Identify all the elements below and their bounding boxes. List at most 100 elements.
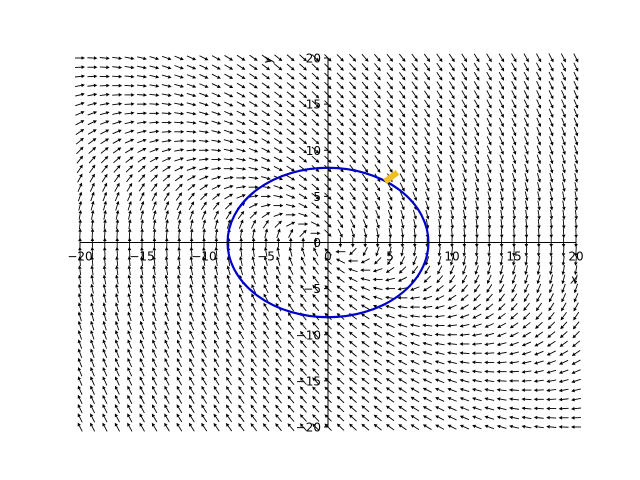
field-arrow: [252, 231, 255, 239]
field-arrow: [164, 213, 168, 220]
field-arrow-head: [537, 141, 542, 146]
field-arrow-head: [241, 139, 246, 144]
field-arrow: [301, 305, 307, 312]
field-arrow-head: [336, 414, 341, 419]
field-arrow-head: [352, 196, 356, 201]
field-arrow-head: [437, 234, 442, 239]
field-arrow-head: [201, 283, 206, 288]
field-arrow: [161, 131, 169, 133]
field-arrow-head: [312, 358, 316, 363]
field-arrow-head: [485, 306, 490, 311]
field-arrow: [414, 246, 417, 254]
field-arrow-head: [127, 394, 131, 399]
field-arrow-head: [414, 141, 418, 146]
field-arrow: [349, 155, 355, 161]
field-arrow: [301, 388, 307, 395]
field-arrow-head: [278, 75, 283, 80]
field-arrow: [299, 109, 305, 115]
field-arrow-head: [287, 302, 292, 307]
field-arrow: [236, 110, 243, 115]
field-arrow: [349, 146, 355, 152]
field-arrow: [487, 191, 491, 198]
field-arrow-head: [263, 284, 267, 289]
field-arrow-head: [104, 155, 109, 160]
field-arrow: [461, 62, 466, 69]
field-arrow-head: [292, 213, 296, 217]
field-arrow: [436, 145, 441, 152]
field-arrow: [400, 276, 408, 281]
field-arrow-head: [106, 92, 110, 97]
field-arrow: [512, 200, 515, 208]
field-arrow-head: [141, 165, 146, 170]
field-arrow-head: [487, 178, 492, 183]
field-arrow: [524, 351, 532, 355]
field-arrow: [91, 416, 96, 423]
field-arrow: [376, 296, 383, 300]
field-arrow: [462, 416, 470, 421]
field-arrow: [227, 333, 232, 340]
field-arrow-head: [303, 158, 308, 163]
field-arrow-head: [250, 376, 255, 381]
field-arrow: [273, 128, 280, 134]
field-arrow: [425, 285, 432, 290]
field-arrow: [386, 145, 392, 152]
field-arrow-head: [401, 141, 406, 146]
field-arrow: [400, 324, 408, 328]
field-arrow-head: [117, 156, 121, 160]
field-arrow: [91, 222, 94, 230]
field-arrow-head: [488, 150, 492, 155]
field-arrow-head: [92, 146, 97, 151]
field-arrow: [511, 71, 516, 78]
field-arrow: [486, 145, 491, 152]
field-arrow-head: [574, 262, 578, 266]
field-arrow: [89, 176, 94, 183]
field-arrow-head: [512, 234, 516, 239]
field-arrow-head: [422, 360, 427, 364]
field-arrow-head: [189, 339, 193, 344]
field-arrow: [513, 265, 516, 272]
field-arrow-head: [217, 139, 222, 144]
field-arrow: [486, 136, 491, 143]
field-arrow: [286, 137, 293, 143]
field-arrow: [162, 158, 169, 162]
field-arrow: [461, 99, 466, 106]
field-arrow-head: [462, 262, 466, 266]
field-arrow-head: [449, 279, 453, 284]
field-arrow-head: [372, 286, 377, 291]
field-arrow-head: [189, 376, 193, 381]
field-arrow: [500, 416, 507, 420]
field-arrow: [438, 295, 445, 299]
field-arrow: [211, 130, 218, 133]
field-arrow-head: [155, 138, 160, 143]
field-arrow: [336, 118, 342, 124]
field-arrow-head: [90, 228, 95, 232]
field-arrow-head: [401, 122, 406, 127]
field-arrow-head: [239, 265, 243, 270]
field-arrow: [574, 388, 581, 391]
field-arrow-head: [78, 265, 82, 269]
field-arrow-head: [255, 185, 259, 189]
field-arrow: [248, 138, 256, 143]
field-arrow: [153, 333, 157, 340]
field-arrow: [511, 81, 516, 88]
field-arrow: [289, 324, 295, 330]
field-arrow-head: [512, 169, 517, 174]
field-arrow-head: [414, 58, 418, 63]
field-arrow-head: [299, 367, 304, 372]
field-arrow: [79, 351, 83, 359]
field-arrow-head: [315, 57, 320, 62]
field-arrow: [174, 83, 181, 87]
field-arrow: [227, 388, 232, 395]
field-arrow: [523, 90, 528, 97]
field-arrow-head: [214, 283, 218, 288]
field-arrow-head: [275, 293, 280, 298]
field-arrow: [125, 158, 132, 163]
field-arrow: [199, 74, 206, 78]
field-arrow-head: [447, 351, 451, 355]
field-arrow: [537, 293, 542, 300]
field-arrow: [351, 361, 357, 366]
field-arrow-head: [558, 397, 563, 402]
field-arrow: [311, 183, 318, 189]
field-arrow-head: [397, 350, 402, 355]
field-arrow-head: [438, 122, 443, 127]
